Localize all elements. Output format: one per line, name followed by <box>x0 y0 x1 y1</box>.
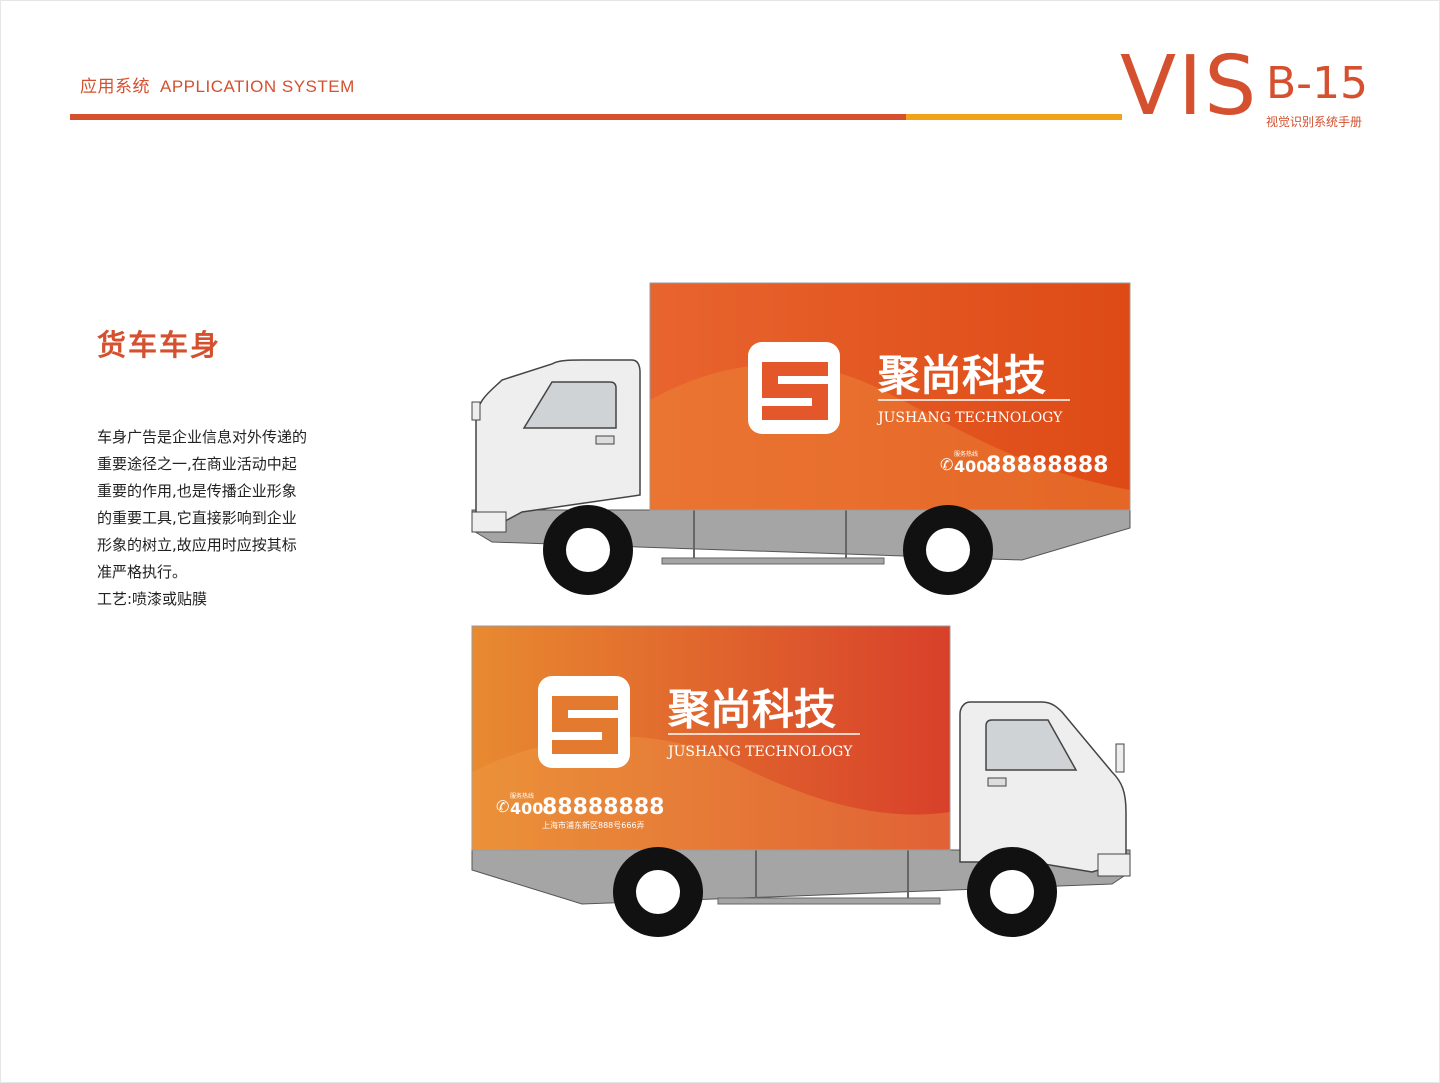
body-line: 准严格执行。 <box>97 563 188 581</box>
door-handle <box>595 435 615 445</box>
header-rule-yellow <box>906 114 1122 120</box>
hotline: ✆ 服务热线 400 88888888 上海市浦东新区888号666弄 <box>496 792 664 830</box>
logo-mark-icon <box>748 342 840 434</box>
body-line: 重要途径之一,在商业活动中起 <box>97 455 297 473</box>
phone-icon: ✆ <box>496 797 509 816</box>
address: 上海市浦东新区888号666弄 <box>542 820 645 830</box>
header-rule-red <box>70 114 906 120</box>
category-en: APPLICATION SYSTEM <box>160 77 355 96</box>
mirror <box>1115 743 1125 773</box>
section-body: 车身广告是企业信息对外传递的 重要途径之一,在商业活动中起 重要的作用,也是传播… <box>97 424 337 613</box>
company-en: JUSHANG TECHNOLOGY <box>876 410 1063 426</box>
cargo-box <box>649 282 1131 511</box>
hotline: ✆ 服务热线 400 88888888 <box>940 450 1108 478</box>
phone-icon: ✆ <box>940 455 953 474</box>
hotline-number: 88888888 <box>542 795 664 820</box>
side-step <box>661 557 885 565</box>
company-cn: 聚尚科技 <box>877 351 1046 400</box>
bumper <box>1097 853 1131 877</box>
truck-right-facing: 聚尚科技 JUSHANG TECHNOLOGY ✆ 服务热线 400 88888… <box>471 625 1131 937</box>
body-line: 形象的树立,故应用时应按其标 <box>97 536 297 554</box>
bumper <box>471 511 507 533</box>
company-en: JUSHANG TECHNOLOGY <box>666 744 853 760</box>
header-category: 应用系统 APPLICATION SYSTEM <box>80 72 355 97</box>
hotline-prefix: 400 <box>954 457 987 476</box>
hotline-number: 88888888 <box>986 453 1108 478</box>
door-handle <box>987 777 1007 787</box>
cab-window <box>985 719 1078 771</box>
vis-mark: VIS <box>1120 39 1259 134</box>
hotline-label: 服务热线 <box>510 792 534 800</box>
category-cn: 应用系统 <box>80 77 150 97</box>
section-title: 货车车身 <box>97 328 222 362</box>
side-step <box>717 897 941 905</box>
logo-mark-icon <box>538 676 630 768</box>
page-code: B-15 <box>1266 58 1369 109</box>
cab-window <box>522 381 617 429</box>
manual-title: 视觉识别系统手册 <box>1266 115 1363 129</box>
hotline-prefix: 400 <box>510 799 543 818</box>
body-line: 工艺:喷漆或贴膜 <box>97 590 208 608</box>
hotline-label: 服务热线 <box>954 450 978 458</box>
company-cn: 聚尚科技 <box>667 685 836 734</box>
body-line: 车身广告是企业信息对外传递的 <box>97 428 308 446</box>
mirror <box>471 401 481 421</box>
body-line: 的重要工具,它直接影响到企业 <box>97 509 297 527</box>
body-line: 重要的作用,也是传播企业形象 <box>97 482 297 500</box>
truck-left-facing: 聚尚科技 JUSHANG TECHNOLOGY ✆ 服务热线 400 88888… <box>471 282 1131 595</box>
